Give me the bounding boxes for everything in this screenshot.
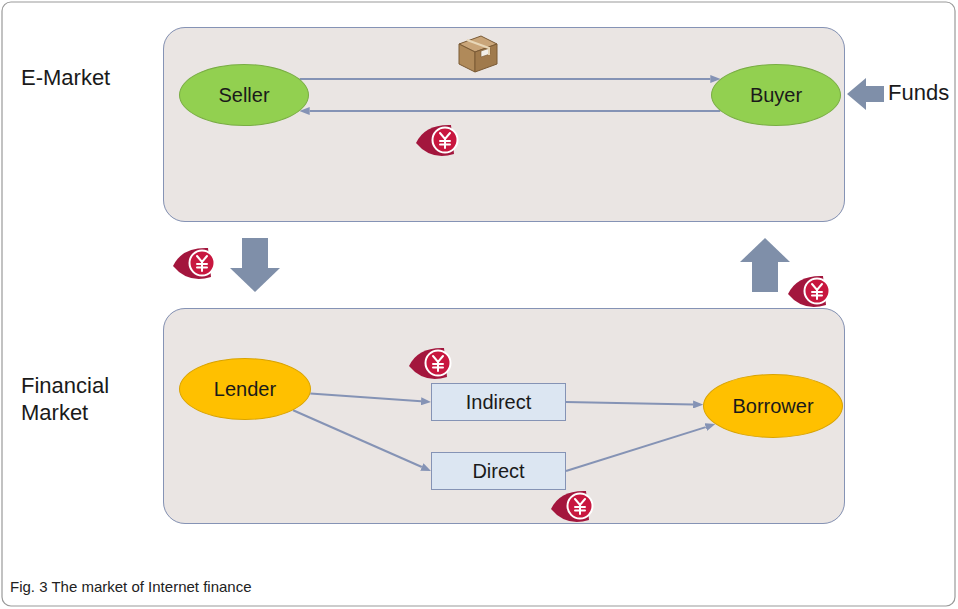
participant-ellipse: Lender bbox=[179, 358, 311, 420]
figure-caption: Fig. 3 The market of Internet finance bbox=[10, 578, 252, 595]
flow-arrow bbox=[300, 78, 711, 80]
participant-ellipse: Seller bbox=[179, 64, 309, 126]
money-icon bbox=[416, 125, 458, 156]
participant-ellipse: Borrower bbox=[703, 374, 843, 438]
node-label: Buyer bbox=[750, 84, 802, 107]
node-label: Indirect bbox=[466, 391, 532, 414]
money-icon bbox=[788, 276, 830, 307]
flow-arrow bbox=[566, 427, 706, 471]
flow-arrow bbox=[293, 410, 422, 467]
node-label: Borrower bbox=[732, 395, 813, 418]
market-panel: Financial MarketLenderIndirectDirectBorr… bbox=[163, 308, 845, 524]
package-icon bbox=[459, 36, 497, 72]
panel-fill bbox=[163, 27, 845, 222]
flow-arrow bbox=[566, 402, 693, 404]
panel-heading: E-Market bbox=[21, 64, 141, 91]
block-arrow bbox=[752, 262, 778, 292]
panel-heading: Financial Market bbox=[21, 372, 133, 426]
participant-ellipse: Buyer bbox=[711, 64, 841, 126]
money-icon bbox=[173, 248, 215, 279]
channel-box: Direct bbox=[431, 452, 566, 490]
node-label: Direct bbox=[472, 460, 524, 483]
money-icon bbox=[551, 491, 593, 522]
market-panel: E-MarketSellerBuyer bbox=[163, 27, 845, 222]
node-label: Lender bbox=[214, 378, 276, 401]
node-label: Seller bbox=[218, 84, 269, 107]
flow-label: Funds bbox=[888, 80, 949, 106]
funds-arrow bbox=[847, 78, 884, 110]
flow-arrow bbox=[310, 110, 721, 112]
panel-fill bbox=[163, 308, 845, 524]
flow-arrow bbox=[310, 394, 421, 402]
channel-box: Indirect bbox=[431, 383, 566, 421]
money-icon bbox=[409, 348, 451, 379]
block-arrow bbox=[242, 238, 268, 268]
